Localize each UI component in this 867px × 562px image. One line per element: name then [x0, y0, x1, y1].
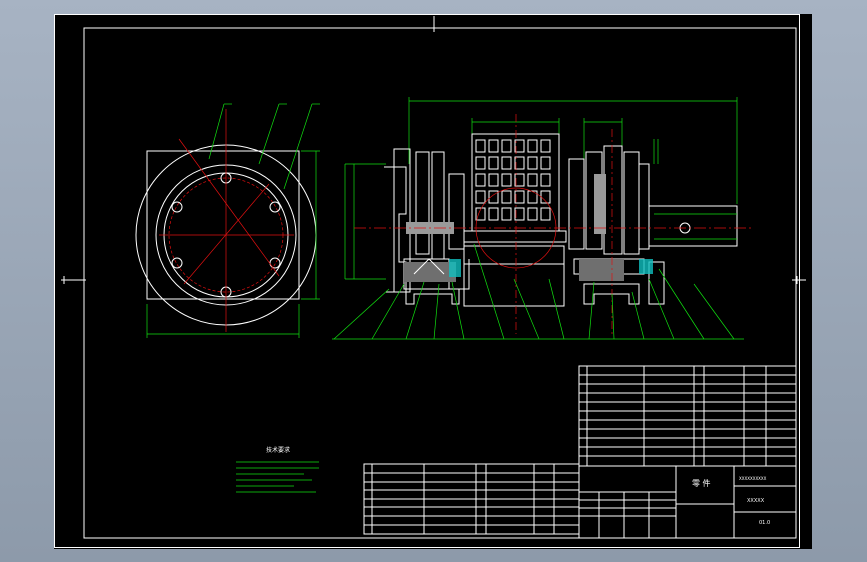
left-view [135, 103, 320, 338]
tech-notes: 技术要求 [236, 446, 319, 493]
title-name: XXXXX [747, 498, 765, 504]
leader-lines [332, 243, 744, 340]
tech-notes-title: 技术要求 [266, 446, 290, 454]
title-block: 零 件 XXXXXXXXXX XXXXX 01.0 [578, 465, 797, 539]
parts-list-upper [578, 365, 797, 467]
drum-grid [475, 139, 551, 221]
parts-list-lower [363, 463, 580, 535]
diag-line-b [183, 183, 270, 285]
lower-body [463, 245, 565, 307]
drawing-number: 01.0 [759, 520, 770, 526]
drawing-frame [83, 27, 797, 539]
diag-line-a [178, 138, 280, 277]
title-center: 零 件 [692, 478, 711, 488]
drawing-sheet: 技术要求 [54, 14, 812, 549]
output-shaft [649, 205, 738, 247]
cad-drawing: 技术要求 [54, 14, 806, 548]
title-right: XXXXXXXXXX [739, 476, 767, 481]
sheet-border [54, 14, 800, 548]
section-view [332, 97, 754, 340]
